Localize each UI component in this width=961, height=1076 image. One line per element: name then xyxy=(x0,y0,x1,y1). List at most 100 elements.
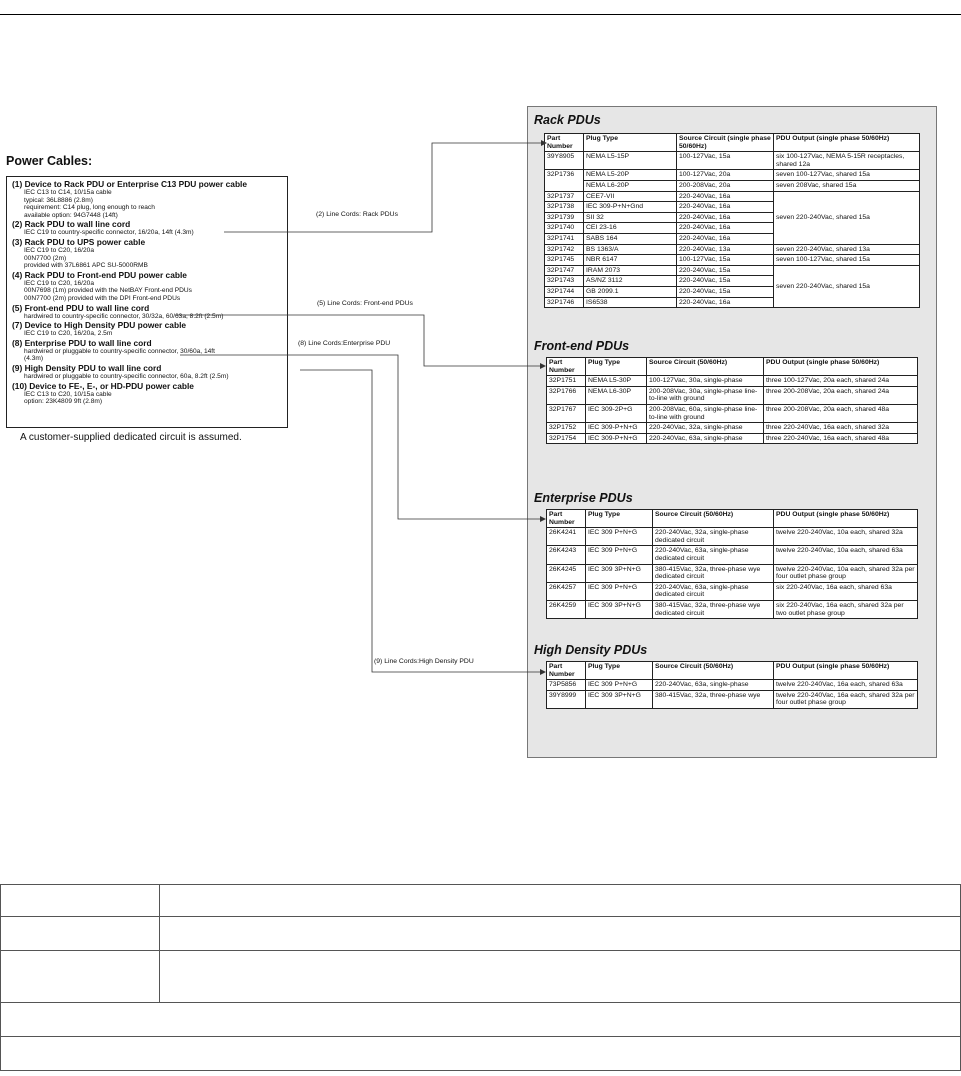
pdu-output-cell: three 220-240Vac, 16a each, shared 48a xyxy=(763,432,918,445)
cable-detail: IEC C19 to country-specific connector, 1… xyxy=(24,229,194,237)
pdu-output-cell: three 200-208Vac, 20a each, shared 48a xyxy=(763,403,918,424)
cable-detail: IEC C19 to C20, 16/20a, 2.5m xyxy=(24,330,113,338)
part-number-cell: 32P1752 xyxy=(546,422,586,434)
plug-type-cell: NEMA L5-20P xyxy=(583,169,677,181)
plug-type-cell: IEC 309 P+N+G xyxy=(585,679,653,691)
part-number-cell: 32P1766 xyxy=(546,385,586,405)
cable-detail: hardwired or pluggable to country-specif… xyxy=(24,347,215,355)
rack-pdus-title: Rack PDUs xyxy=(534,113,601,127)
pdu-output-cell: three 200-208Vac, 20a each, shared 24a xyxy=(763,385,918,405)
plug-type-cell: NEMA L6-20P xyxy=(583,179,677,192)
cable-item: (4) Rack PDU to Front-end PDU power cabl… xyxy=(12,270,282,303)
column-header: Plug Type xyxy=(585,660,653,681)
circuit-assumption: A customer-supplied dedicated circuit is… xyxy=(20,432,242,443)
rack-connector-label: (2) Line Cords: Rack PDUs xyxy=(316,211,398,218)
column-header: Source Circuit (50/60Hz) xyxy=(652,508,774,529)
column-header: Plug Type xyxy=(585,356,647,377)
empty-cell xyxy=(0,916,160,951)
part-number-cell: 32P1740 xyxy=(544,222,584,234)
source-circuit-cell: 200-208Vac, 30a, single-phase line-to-li… xyxy=(646,385,764,405)
enterprise-connector-label: (8) Line Cords:Enterprise PDU xyxy=(298,340,391,347)
pdu-output-cell: twelve 220-240Vac, 10a each, shared 32a xyxy=(773,527,918,547)
part-number-cell: 39Y8999 xyxy=(546,689,586,709)
plug-type-cell: IS6538 xyxy=(583,296,677,309)
plug-type-cell: IEC 309-P+N+G xyxy=(585,422,647,434)
part-number-cell: 73P5856 xyxy=(546,679,586,691)
plug-type-cell: IEC 309 P+N+G xyxy=(585,581,653,601)
column-header: PDU Output (single phase 50/60Hz) xyxy=(773,508,918,529)
source-circuit-cell: 220-240Vac, 15a xyxy=(676,285,774,298)
source-circuit-cell: 220-240Vac, 15a xyxy=(676,275,774,287)
plug-type-cell: IEC 309-P+N+Gnd xyxy=(583,201,677,213)
plug-type-cell: SII 32 xyxy=(583,211,677,224)
source-circuit-cell: 220-240Vac, 13a xyxy=(676,243,774,256)
plug-type-cell: IEC 309 3P+N+G xyxy=(585,563,653,583)
column-header: PDU Output (single phase 50/60Hz) xyxy=(763,356,918,377)
column-header: Source Circuit (50/60Hz) xyxy=(652,660,774,681)
cable-item: (1) Device to Rack PDU or Enterprise C13… xyxy=(12,179,282,219)
part-number-cell: 32P1751 xyxy=(546,375,586,387)
pdu-output-cell: twelve 220-240Vac, 10a each, shared 32a … xyxy=(773,563,918,583)
source-circuit-cell: 100-127Vac, 30a, single-phase xyxy=(646,375,764,387)
pdu-output-cell: six 220-240Vac, 16a each, shared 63a xyxy=(773,581,918,601)
header-rule xyxy=(0,14,961,15)
plug-type-cell: NBR 6147 xyxy=(583,254,677,266)
plug-type-cell: IEC 309 P+N+G xyxy=(585,545,653,565)
part-number-cell: 32P1743 xyxy=(544,275,584,287)
source-circuit-cell: 200-208Vac, 60a, single-phase line-to-li… xyxy=(646,403,764,424)
cable-detail: 00N7700 (2m) provided with the DPI Front… xyxy=(24,294,181,302)
pdu-output-cell: seven 208Vac, shared 15a xyxy=(773,179,920,192)
source-circuit-cell: 220-240Vac, 16a xyxy=(676,201,774,213)
plug-type-cell: CEE7-VII xyxy=(583,190,677,203)
cable-item: (7) Device to High Density PDU power cab… xyxy=(12,320,282,338)
source-circuit-cell: 380-415Vac, 32a, three-phase wye xyxy=(652,689,774,709)
empty-cell xyxy=(159,950,961,1003)
source-circuit-cell: 220-240Vac, 16a xyxy=(676,190,774,203)
source-circuit-cell: 220-240Vac, 16a xyxy=(676,222,774,234)
source-circuit-cell: 220-240Vac, 16a xyxy=(676,296,774,309)
column-header: Part Number xyxy=(546,660,586,681)
empty-cell xyxy=(0,1036,961,1071)
cable-detail: option: 23K4809 9ft (2.8m) xyxy=(24,398,103,406)
part-number-cell: 26K4243 xyxy=(546,545,586,565)
source-circuit-cell: 220-240Vac, 16a xyxy=(676,211,774,224)
empty-cell xyxy=(0,884,160,917)
highdensity-connector-label: (9) Line Cords:High Density PDU xyxy=(374,658,474,665)
cable-detail: 00N7698 (1m) provided with the NetBAY Fr… xyxy=(24,287,192,295)
plug-type-cell: GB 2099.1 xyxy=(583,285,677,298)
cable-detail: (4.3m) xyxy=(24,355,44,363)
cable-heading: (5) Front-end PDU to wall line cord xyxy=(12,302,150,313)
cable-heading: (2) Rack PDU to wall line cord xyxy=(12,219,131,230)
pdu-output-cell: twelve 220-240Vac, 16a each, shared 63a xyxy=(773,679,918,691)
source-circuit-cell: 220-240Vac, 16a xyxy=(676,232,774,245)
part-number-cell: 32P1736 xyxy=(544,169,584,192)
cable-detail: IEC C13 to C14, 10/15a cable xyxy=(24,189,112,196)
plug-type-cell: AS/NZ 3112 xyxy=(583,275,677,287)
pdu-output-cell: six 100-127Vac, NEMA 5-15R receptacles, … xyxy=(773,151,920,171)
cable-heading: (4) Rack PDU to Front-end PDU power cabl… xyxy=(12,269,187,280)
cable-heading: (8) Enterprise PDU to wall line cord xyxy=(12,337,152,348)
column-header: Part Number xyxy=(546,356,586,377)
plug-type-cell: IEC 309 P+N+G xyxy=(585,527,653,547)
pdu-output-cell: three 100-127Vac, 20a each, shared 24a xyxy=(763,375,918,387)
source-circuit-cell: 200-208Vac, 20a xyxy=(676,179,774,192)
cable-heading: (7) Device to High Density PDU power cab… xyxy=(12,320,187,331)
cable-heading: (1) Device to Rack PDU or Enterprise C13… xyxy=(12,179,248,189)
column-header: Part Number xyxy=(546,508,586,529)
